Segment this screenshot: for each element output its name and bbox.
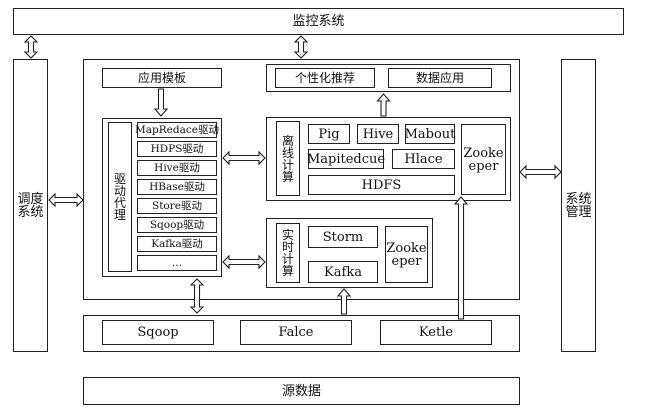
- offline-zookeeper-box: Zooke eper: [461, 124, 506, 195]
- mapreduce-box: Mapitedcue: [306, 149, 386, 169]
- hbase-box: Hlace: [392, 149, 455, 169]
- driver-hive: Hive驱动: [137, 160, 217, 176]
- kafka-box: Kafka: [308, 261, 378, 283]
- flume-box: Falce: [240, 320, 352, 345]
- pig-label: Pig: [318, 126, 340, 142]
- driver-kafka: Kafka驱动: [137, 236, 217, 252]
- top-right-double-arrow: [293, 35, 309, 59]
- top-left-double-arrow: [23, 35, 39, 59]
- driver-proxy-char: 代: [113, 196, 126, 210]
- realtime-compute-label-box: 实 时 计 算: [276, 223, 300, 283]
- storm-label: Storm: [322, 229, 364, 245]
- data-application-label: 数据应用: [415, 71, 464, 85]
- realtime-compute-char: 实: [281, 228, 294, 242]
- scheduling-system-label-line2: 系统: [17, 204, 44, 220]
- driver-proxy-label-box: 驱 动 代 理: [108, 122, 132, 272]
- realtime-zookeeper-line1: Zooke: [386, 240, 427, 256]
- mapreduce-label: Mapitedcue: [306, 151, 386, 167]
- storm-box: Storm: [308, 226, 378, 248]
- kettle-label: Ketle: [418, 325, 454, 340]
- driver-store: Store驱动: [137, 198, 217, 214]
- offline-compute-char: 计: [281, 157, 294, 172]
- source-data-label: 源数据: [281, 383, 321, 399]
- realtime-compute-char: 算: [281, 264, 294, 278]
- driver-proxy-char: 理: [113, 208, 126, 222]
- personalized-recommendation-label: 个性化推荐: [294, 71, 355, 85]
- main-right-double-arrow: [519, 164, 562, 180]
- driver-more-label: …: [171, 256, 183, 269]
- offline-compute-label-box: 离 线 计 算: [276, 121, 300, 196]
- driver-sqoop: Sqoop驱动: [137, 217, 217, 233]
- offline-zookeeper-line2: eper: [468, 158, 499, 174]
- driver-hive-label: Hive驱动: [154, 161, 200, 174]
- hdfs-box: HDFS: [308, 175, 455, 195]
- driver-kafka-label: Kafka驱动: [151, 237, 203, 250]
- driver-proxy-char: 驱: [113, 172, 126, 186]
- kafka-label: Kafka: [324, 264, 362, 280]
- app-template-label: 应用模板: [137, 71, 186, 85]
- mahout-label: Mabout: [404, 126, 456, 142]
- offline-compute-char: 线: [281, 145, 294, 160]
- system-management-label-line1: 系统: [565, 191, 592, 207]
- hbase-label: Hlace: [404, 151, 443, 167]
- realtime-compute-char: 时: [281, 240, 294, 254]
- system-management-label-line2: 管理: [565, 204, 592, 220]
- flume-label: Falce: [278, 325, 314, 340]
- driver-hdfs-label: HDPS驱动: [150, 142, 204, 155]
- realtime-zookeeper-box: Zooke eper: [385, 226, 428, 283]
- driver-store-label: Store驱动: [152, 199, 202, 212]
- driver-sqoop-label: Sqoop驱动: [149, 218, 205, 231]
- monitoring-system-bar: 监控系统: [13, 8, 624, 35]
- mahout-box: Mabout: [405, 124, 455, 144]
- hive-box: Hive: [357, 124, 399, 144]
- sqoop-label: Sqoop: [137, 325, 179, 340]
- driver-mapreduce: MapRedace驱动: [135, 122, 219, 138]
- kettle-box: Ketle: [380, 320, 492, 345]
- offline-compute-char: 算: [281, 169, 294, 184]
- scheduling-system-bar: 调度 系统: [13, 59, 48, 352]
- hdfs-label: HDFS: [361, 177, 402, 193]
- driver-hbase: HBase驱动: [137, 179, 217, 195]
- system-management-bar: 系统 管理: [561, 59, 596, 352]
- pig-box: Pig: [308, 124, 350, 144]
- realtime-zookeeper-line2: eper: [391, 253, 422, 269]
- monitoring-system-label: 监控系统: [292, 14, 345, 29]
- left-main-double-arrow: [48, 192, 84, 208]
- hive-label: Hive: [362, 126, 394, 142]
- scheduling-system-label-line1: 调度: [17, 191, 44, 207]
- driver-hbase-label: HBase驱动: [149, 180, 205, 193]
- offline-compute-char: 离: [281, 133, 294, 148]
- driver-mapreduce-label: MapRedace驱动: [135, 123, 219, 136]
- driver-proxy-char: 动: [113, 184, 126, 198]
- sqoop-box: Sqoop: [102, 320, 214, 345]
- realtime-compute-char: 计: [281, 252, 294, 266]
- driver-hdfs: HDPS驱动: [137, 141, 217, 157]
- driver-more: …: [137, 255, 217, 271]
- app-template-box: 应用模板: [102, 68, 222, 88]
- offline-zookeeper-line1: Zooke: [463, 145, 504, 161]
- personalized-recommendation-box: 个性化推荐: [275, 68, 375, 88]
- source-data-bar: 源数据: [83, 377, 520, 405]
- data-application-box: 数据应用: [388, 68, 492, 88]
